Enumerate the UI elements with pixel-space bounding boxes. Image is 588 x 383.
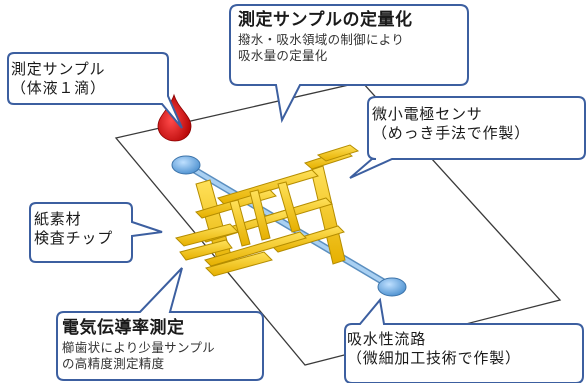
callout-quantification: 測定サンプルの定量化 撥水・吸水領域の制御により 吸水量の定量化 bbox=[238, 10, 413, 64]
callout-conductivity-line2: の高精度測定精度 bbox=[62, 355, 165, 371]
callout-conductivity-title: 電気伝導率測定 bbox=[62, 318, 185, 338]
callout-sensor-line1: 微小電極センサ bbox=[372, 105, 483, 123]
callout-sensor: 微小電極センサ （めっき手法で作製） bbox=[372, 105, 530, 143]
callout-quantification-line2: 吸水量の定量化 bbox=[238, 47, 328, 63]
callout-channel-line1: 吸水性流路 bbox=[347, 330, 427, 348]
callout-paper-chip-line1: 紙素材 bbox=[34, 210, 82, 228]
outlet-reservoir bbox=[377, 277, 407, 297]
callout-balloon-paper-chip bbox=[29, 202, 163, 263]
inlet-reservoir bbox=[171, 155, 201, 175]
callout-sample: 測定サンプル （体液１滴） bbox=[11, 60, 106, 98]
callout-channel: 吸水性流路 （微細加工技術で作製） bbox=[347, 330, 521, 368]
callout-sample-line1: 測定サンプル bbox=[11, 60, 106, 78]
callout-conductivity-line1: 櫛歯状により少量サンプル bbox=[62, 339, 215, 355]
callout-quantification-title: 測定サンプルの定量化 bbox=[238, 10, 413, 30]
callout-paper-chip-line2: 検査チップ bbox=[34, 229, 114, 248]
comb-electrode-sensor bbox=[175, 144, 360, 277]
callout-sample-line2: （体液１滴） bbox=[11, 79, 106, 98]
callout-balloon-conductivity bbox=[56, 267, 264, 381]
absorbent-channel bbox=[182, 161, 396, 291]
callout-quantification-line1: 撥水・吸水領域の制御により bbox=[238, 31, 405, 47]
callout-balloon-sensor bbox=[349, 96, 586, 179]
callout-paper-chip: 紙素材 検査チップ bbox=[34, 210, 113, 248]
callout-balloon-quantification bbox=[229, 4, 469, 124]
callout-sensor-line2: （めっき手法で作製） bbox=[372, 124, 531, 143]
callout-balloon-sample bbox=[7, 52, 183, 129]
callout-conductivity: 電気伝導率測定 櫛歯状により少量サンプル の高精度測定精度 bbox=[62, 318, 215, 372]
callout-channel-line2: （微細加工技術で作製） bbox=[347, 349, 521, 368]
